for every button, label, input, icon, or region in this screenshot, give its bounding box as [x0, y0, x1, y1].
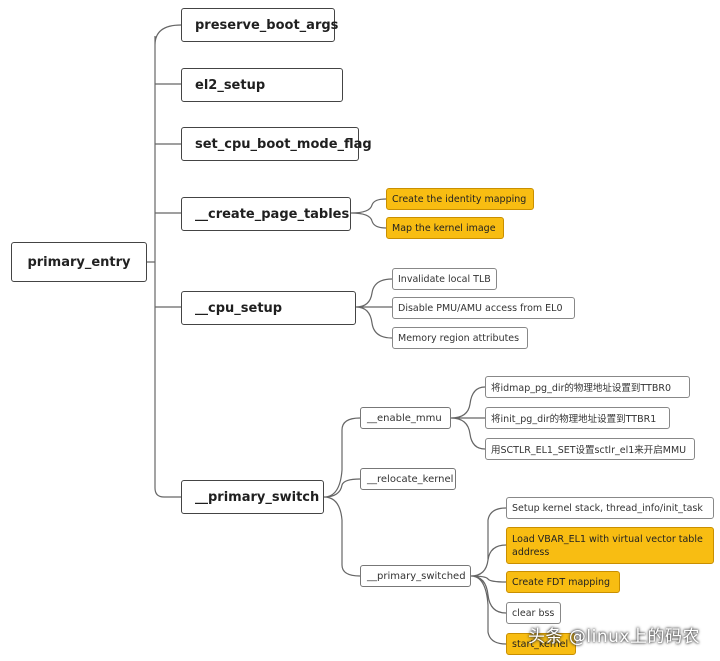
node-label: __primary_switch — [195, 489, 320, 505]
node-start-kernel[interactable]: start_kernel — [506, 633, 576, 655]
node-load-vbar-el1[interactable]: Load VBAR_EL1 with virtual vector table … — [506, 527, 714, 564]
node-relocate-kernel[interactable]: __relocate_kernel — [360, 468, 456, 490]
node-map-kernel-image[interactable]: Map the kernel image — [386, 217, 504, 239]
node-create-fdt-mapping[interactable]: Create FDT mapping — [506, 571, 620, 593]
node-label: __cpu_setup — [195, 300, 283, 316]
node-set-cpu-boot-mode-flag[interactable]: set_cpu_boot_mode_flag — [181, 127, 372, 161]
watermark-text: 头条 @linux上的码农 — [528, 627, 700, 647]
node-label: __relocate_kernel — [367, 473, 454, 485]
node-label: 将idmap_pg_dir的物理地址设置到TTBR0 — [491, 383, 672, 394]
node-primary-switched[interactable]: __primary_switched — [360, 565, 471, 587]
node-label: __create_page_tables — [195, 206, 350, 222]
branch-enable-mmu — [450, 386, 486, 450]
node-label: Disable PMU/AMU access from EL0 — [398, 302, 563, 314]
node-label: start_kernel — [512, 638, 569, 650]
node-label: __primary_switched — [367, 570, 466, 582]
node-disable-pmu-amu[interactable]: Disable PMU/AMU access from EL0 — [392, 297, 575, 319]
node-label: Setup kernel stack, thread_info/init_tas… — [512, 502, 703, 514]
node-label: Create the identity mapping — [392, 193, 527, 205]
branch-create-page-tables — [350, 198, 387, 229]
node-label: set_cpu_boot_mode_flag — [195, 136, 372, 152]
node-label: Invalidate local TLB — [398, 273, 491, 285]
node-label: __enable_mmu — [367, 412, 442, 424]
node-label: Memory region attributes — [398, 332, 520, 344]
node-invalidate-local-tlb[interactable]: Invalidate local TLB — [392, 268, 497, 290]
node-label: 用SCTLR_EL1_SET设置sctlr_el1来开启MMU — [491, 445, 687, 456]
node-label: preserve_boot_args — [195, 17, 339, 33]
node-set-ttbr1[interactable]: 将init_pg_dir的物理地址设置到TTBR1 — [485, 407, 670, 429]
node-label: primary_entry — [27, 254, 131, 270]
branch-primary-switched — [470, 507, 507, 645]
root-node-primary-entry[interactable]: primary_entry — [11, 242, 147, 282]
branch-cpu-setup — [355, 278, 393, 339]
node-memory-region-attributes[interactable]: Memory region attributes — [392, 327, 528, 349]
node-label: clear bss — [512, 607, 555, 619]
node-label: Map the kernel image — [392, 222, 496, 234]
node-label: 将init_pg_dir的物理地址设置到TTBR1 — [491, 414, 657, 425]
node-create-identity-mapping[interactable]: Create the identity mapping — [386, 188, 534, 210]
trunk-line — [147, 24, 182, 498]
node-label: Create FDT mapping — [512, 576, 611, 588]
node-label: el2_setup — [195, 77, 266, 93]
node-cpu-setup[interactable]: __cpu_setup — [181, 291, 356, 325]
node-set-ttbr0[interactable]: 将idmap_pg_dir的物理地址设置到TTBR0 — [485, 376, 690, 398]
node-enable-mmu-sctlr[interactable]: 用SCTLR_EL1_SET设置sctlr_el1来开启MMU — [485, 438, 695, 460]
branch-primary-switch — [323, 417, 361, 577]
node-enable-mmu[interactable]: __enable_mmu — [360, 407, 451, 429]
node-preserve-boot-args[interactable]: preserve_boot_args — [181, 8, 339, 42]
node-create-page-tables[interactable]: __create_page_tables — [181, 197, 351, 231]
node-el2-setup[interactable]: el2_setup — [181, 68, 343, 102]
node-setup-kernel-stack[interactable]: Setup kernel stack, thread_info/init_tas… — [506, 497, 714, 519]
node-primary-switch[interactable]: __primary_switch — [181, 480, 324, 514]
node-label: Load VBAR_EL1 with virtual vector table … — [512, 533, 703, 558]
node-clear-bss[interactable]: clear bss — [506, 602, 561, 624]
